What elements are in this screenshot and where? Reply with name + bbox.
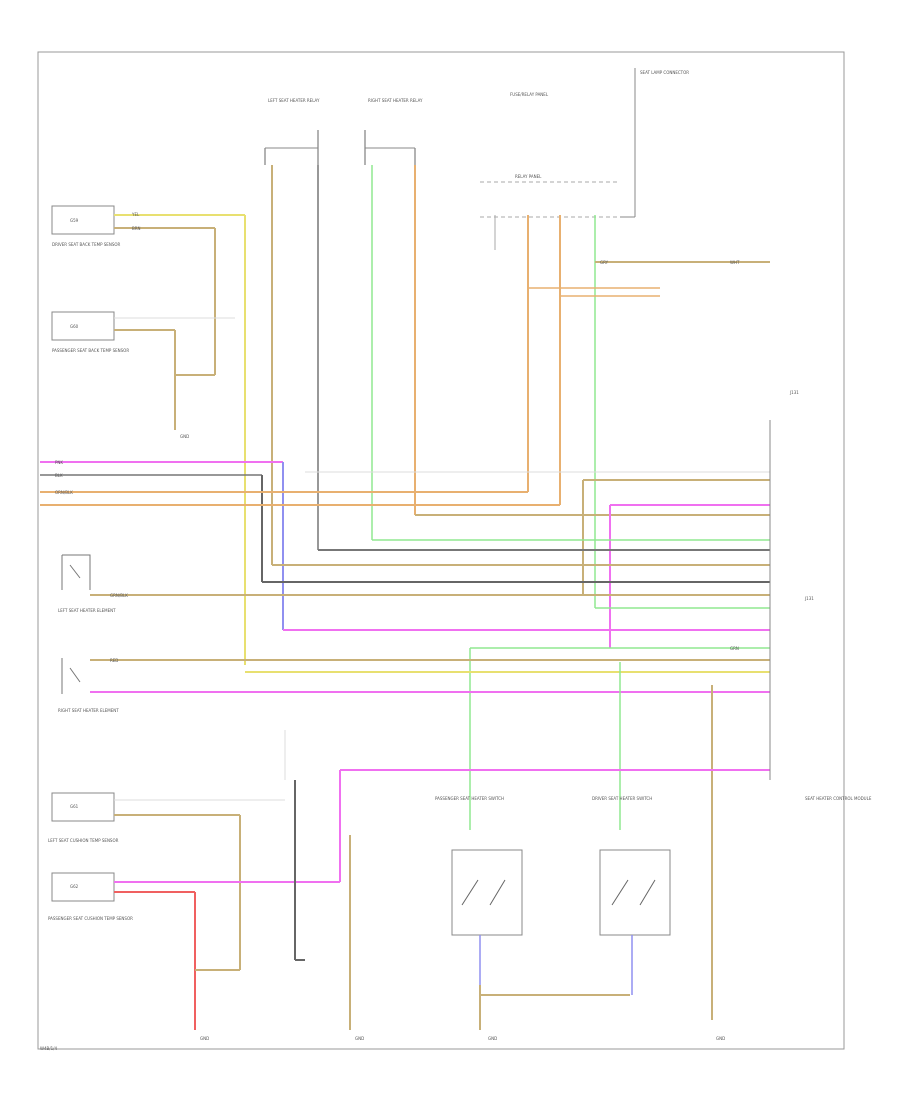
svg-text:G60: G60 — [70, 324, 79, 329]
fuse-relay-panel: FUSE/RELAY PANEL RELAY PANEL SEAT LAMP C… — [480, 68, 689, 218]
passenger-seat-back-sensor: G60 PASSENGER SEAT BACK TEMP SENSOR — [51, 311, 129, 353]
page-code: W4B/1/4 — [40, 1046, 57, 1051]
wire-label-blk: BLK — [55, 473, 63, 478]
driver-seat-switch: DRIVER SEAT HEATER SWITCH — [592, 796, 671, 936]
wire-label-orn-blk: ORN/BLK — [55, 490, 73, 495]
svg-text:LEFT SEAT HEATER ELEMENT: LEFT SEAT HEATER ELEMENT — [58, 608, 116, 613]
warn-lamp-label: SEAT LAMP CONNECTOR — [640, 70, 689, 75]
relay-panel-label: RELAY PANEL — [515, 174, 542, 179]
wire-label-pnk: PNK — [55, 460, 63, 465]
wire-label-brn: BRN — [132, 226, 141, 231]
fuse-panel-label: FUSE/RELAY PANEL — [510, 92, 549, 97]
svg-text:PASSENGER SEAT BACK TEMP SENSO: PASSENGER SEAT BACK TEMP SENSOR — [52, 348, 129, 353]
svg-text:DRIVER SEAT HEATER SWITCH: DRIVER SEAT HEATER SWITCH — [592, 796, 652, 801]
ground-label-4: GND — [488, 1036, 497, 1041]
ground-label-5: GND — [716, 1036, 725, 1041]
svg-text:G59: G59 — [70, 218, 79, 223]
right-relay: RIGHT SEAT HEATER RELAY — [364, 98, 423, 165]
driver-seat-back-sensor: G59 DRIVER SEAT BACK TEMP SENSOR — [51, 205, 121, 247]
svg-text:SEAT HEATER CONTROL MODULE: SEAT HEATER CONTROL MODULE — [805, 796, 872, 801]
wire-label-gry: GRY — [600, 260, 609, 265]
svg-text:PASSENGER SEAT HEATER SWITCH: PASSENGER SEAT HEATER SWITCH — [435, 796, 504, 801]
left-relay: LEFT SEAT HEATER RELAY — [264, 98, 320, 165]
svg-text:PASSENGER SEAT CUSHION TEMP SE: PASSENGER SEAT CUSHION TEMP SENSOR — [48, 916, 133, 921]
wire-label-red: RED — [110, 658, 118, 663]
right-relay-label: RIGHT SEAT HEATER RELAY — [368, 98, 423, 103]
left-cushion-sensor: G61 LEFT SEAT CUSHION TEMP SENSOR — [48, 792, 119, 843]
left-seat-heater: LEFT SEAT HEATER ELEMENT — [58, 554, 116, 613]
wire-label-grn: GRN — [730, 646, 739, 651]
wire-label-yel: YEL — [131, 212, 140, 217]
svg-text:J131: J131 — [789, 390, 799, 395]
ground-label-1: GND — [180, 434, 189, 439]
diagram-frame — [37, 51, 845, 1050]
svg-text:G61: G61 — [70, 804, 79, 809]
svg-text:DRIVER SEAT BACK TEMP SENSOR: DRIVER SEAT BACK TEMP SENSOR — [52, 242, 121, 247]
ground-label-3: GND — [355, 1036, 364, 1041]
svg-text:LEFT SEAT CUSHION TEMP SENSOR: LEFT SEAT CUSHION TEMP SENSOR — [48, 838, 119, 843]
svg-text:RIGHT SEAT HEATER ELEMENT: RIGHT SEAT HEATER ELEMENT — [58, 708, 119, 713]
ground-label-2: GND — [200, 1036, 209, 1041]
svg-text:G62: G62 — [70, 884, 79, 889]
wire-label-grn-blk: GRN/BLK — [110, 593, 128, 598]
left-relay-label: LEFT SEAT HEATER RELAY — [268, 98, 320, 103]
right-seat-heater: RIGHT SEAT HEATER ELEMENT — [58, 658, 119, 713]
seat-heater-module: J131 J131 SEAT HEATER CONTROL MODULE — [769, 390, 872, 801]
passenger-seat-switch: PASSENGER SEAT HEATER SWITCH — [435, 796, 523, 936]
wire-label-wht: WHT — [730, 260, 740, 265]
right-cushion-sensor: G62 PASSENGER SEAT CUSHION TEMP SENSOR — [48, 872, 133, 921]
svg-text:J131: J131 — [804, 596, 814, 601]
